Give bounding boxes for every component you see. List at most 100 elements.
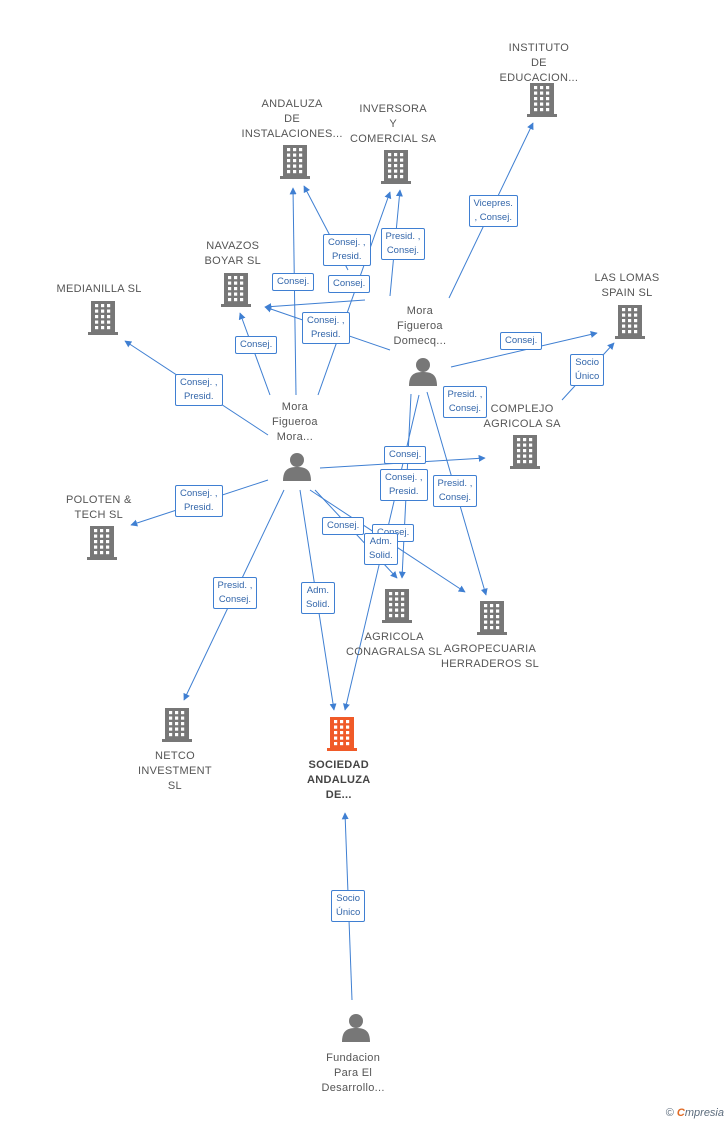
edge-role-label: Consej.: [500, 332, 543, 350]
node-label-line: Para El: [334, 1067, 373, 1079]
node-label-complejo[interactable]: COMPLEJO AGRICOLA SA: [484, 402, 561, 432]
edge-role-text: Presid. ,: [217, 580, 253, 591]
node-label-line: ANDALUZA: [307, 774, 371, 786]
building-icon[interactable]: [615, 305, 645, 339]
edge-role-label: Consej. ,Presid.: [175, 374, 223, 406]
edge-role-text: Consej.: [389, 449, 422, 460]
node-label-line: INVERSORA: [359, 103, 427, 115]
node-label-line: Domecq...: [393, 335, 447, 347]
edge-role-text: Adm.: [306, 585, 329, 596]
node-label-line: NETCO: [154, 750, 195, 762]
node-label-line: COMERCIAL SA: [350, 133, 437, 145]
edge-role-text: Consej.: [240, 339, 273, 350]
node-label-line: DE...: [325, 789, 352, 801]
edge-role-text: Presid.: [331, 251, 362, 262]
building-icon[interactable]: [327, 717, 357, 751]
relationship-edge: [289, 187, 297, 396]
node-label-line: DE: [284, 113, 301, 125]
relationship-edge: [264, 299, 366, 311]
edge-role-text: Consej.: [448, 403, 482, 414]
node-label-line: EDUCACION...: [499, 72, 579, 84]
edge-role-text: Consej. ,: [385, 472, 423, 483]
node-label-poloten[interactable]: POLOTEN & TECH SL: [66, 493, 132, 523]
building-icon[interactable]: [221, 273, 251, 307]
node-label-line: POLOTEN &: [66, 494, 132, 506]
building-icon[interactable]: [510, 435, 540, 469]
edge-role-label: Consej. ,Presid.: [323, 234, 371, 266]
building-icon[interactable]: [87, 526, 117, 560]
node-label-sociedad[interactable]: SOCIEDAD ANDALUZA DE...: [307, 758, 371, 803]
edge-role-text: Solid.: [306, 599, 330, 610]
brand-logo-rest: mpresia: [684, 1107, 724, 1119]
person-icon[interactable]: [283, 453, 311, 481]
node-label-line: SL: [167, 780, 182, 792]
node-label-line: LAS LOMAS: [594, 272, 660, 284]
node-label-line: Desarrollo...: [321, 1082, 385, 1094]
empresia-footer: © Cmpresia: [666, 1107, 724, 1119]
edge-role-label: Consej.: [322, 517, 365, 535]
edge-role-label: Vicepres., Consej.: [468, 195, 518, 227]
node-label-line: INVESTMENT: [138, 765, 212, 777]
edge-role-label: Consej. , Presid.: [175, 485, 223, 517]
node-label-line: AGRICOLA SA: [483, 418, 561, 430]
person-icon[interactable]: [342, 1014, 370, 1042]
building-icon[interactable]: [88, 301, 118, 335]
node-label-line: DE: [530, 57, 547, 69]
edge-role-text: Solid.: [369, 550, 393, 561]
node-label-line: Mora: [406, 305, 434, 317]
node-label-line: AGRICOLA: [364, 631, 424, 643]
building-icon[interactable]: [381, 150, 411, 184]
edge-role-text: Consej.: [505, 335, 538, 346]
node-label-line: AGROPECUARIA: [443, 643, 537, 655]
edge-role-text: Consej.: [386, 245, 420, 256]
node-label-line: COMPLEJO: [490, 403, 554, 415]
edge-role-label: Presid. , Consej.: [212, 577, 258, 609]
edge-role-text: Consej.: [218, 594, 252, 605]
person-icon[interactable]: [409, 358, 437, 386]
edge-role-text: Vicepres.: [473, 198, 513, 209]
edge-role-text: Presid.: [183, 502, 214, 513]
edge-role-text: Presid.: [310, 329, 341, 340]
edge-role-label: Consej. ,Presid.: [302, 312, 350, 344]
node-label-line: HERRADEROS SL: [441, 658, 540, 670]
edge-role-text: Presid. ,: [437, 478, 473, 489]
node-label-line: SOCIEDAD: [308, 759, 369, 771]
building-icon[interactable]: [162, 708, 192, 742]
edge-role-text: Único: [575, 371, 600, 382]
building-icon[interactable]: [382, 589, 412, 623]
edge-role-label: Consej.: [272, 273, 315, 291]
edge-role-text: Único: [336, 907, 361, 918]
node-label-medianilla[interactable]: MEDIANILLA SL: [57, 282, 142, 297]
edge-role-label: Consej. , Presid.: [380, 469, 428, 501]
edge-role-label: Consej.: [235, 336, 278, 354]
relationship-edge: [238, 312, 271, 396]
node-label-netco[interactable]: NETCO INVESTMENT SL: [138, 749, 212, 794]
node-label-line: TECH SL: [74, 509, 124, 521]
edge-role-label: Presid. ,Consej.: [380, 228, 426, 260]
edge-role-text: Consej.: [438, 492, 472, 503]
edge-role-text: Consej. ,: [180, 488, 218, 499]
edge-role-label: Consej.: [328, 275, 371, 293]
node-label-line: Fundacion: [326, 1052, 381, 1064]
brand-logo-initial: C: [676, 1107, 685, 1119]
building-icon[interactable]: [527, 83, 557, 117]
building-icon[interactable]: [477, 601, 507, 635]
node-label-herraderos[interactable]: AGROPECUARIA HERRADEROS SL: [441, 642, 539, 672]
edge-role-text: Consej.: [327, 520, 360, 531]
edge-role-text: Presid.: [388, 486, 419, 497]
edge-role-text: Consej.: [333, 278, 366, 289]
building-icon[interactable]: [280, 145, 310, 179]
edge-role-text: Adm.: [369, 536, 392, 547]
